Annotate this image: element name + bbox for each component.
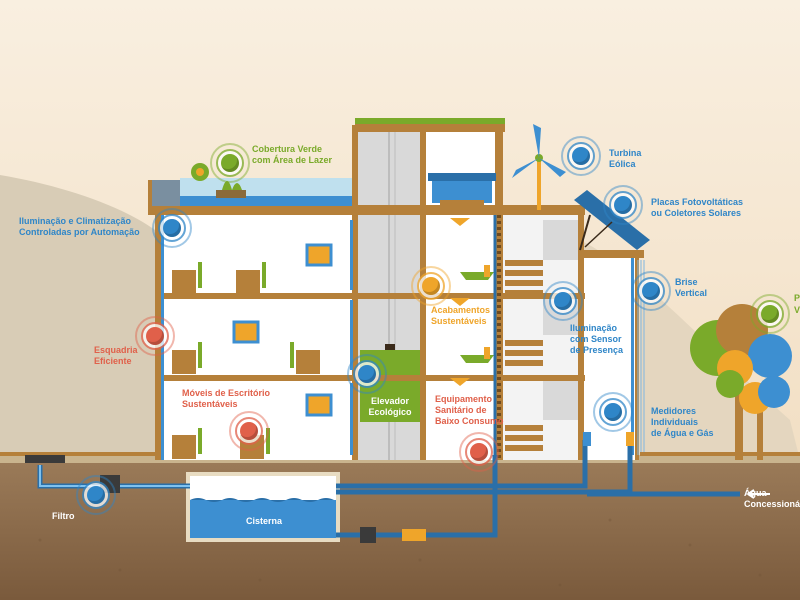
label-moveis: Móveis de Escritório Sustentáveis <box>182 388 271 409</box>
green-roof <box>355 118 505 124</box>
hotspot-filtro[interactable] <box>76 475 116 515</box>
cistern-water <box>190 500 336 538</box>
hotspot-iluminacao-sensor[interactable] <box>543 281 583 321</box>
label-cut-v: V <box>794 305 800 315</box>
hotspot-medidores[interactable] <box>593 392 633 432</box>
hotspot-placas[interactable] <box>603 185 643 225</box>
pump-valve <box>402 529 426 541</box>
hotspot-elevador[interactable] <box>347 354 387 394</box>
stairs <box>505 260 543 451</box>
rooftop-stones <box>152 180 180 206</box>
label-agua: Água Concessionária <box>744 488 800 509</box>
hotspot-turbina[interactable] <box>561 136 601 176</box>
fence <box>0 452 800 456</box>
hotspot-moveis[interactable] <box>229 411 269 451</box>
label-elevador: Elevador Ecológico <box>368 396 412 417</box>
label-filtro: Filtro <box>52 511 75 521</box>
hotspot-arvores[interactable] <box>750 294 790 334</box>
label-equipamento: Equipamento Sanitário de Baixo Consumo <box>435 394 504 426</box>
label-cut-p: P <box>794 293 800 303</box>
drain-grate <box>25 455 65 463</box>
wall-pictures <box>232 243 333 417</box>
pipes <box>37 215 740 538</box>
label-cobertura: Cobertura Verde com Área de Lazer <box>252 144 333 165</box>
meter-water <box>583 432 591 446</box>
label-iluminacao-sensor: Iluminação com Sensor de Presença <box>570 323 624 355</box>
label-turbina: Turbina Eólica <box>609 148 642 169</box>
chairs <box>198 262 294 454</box>
label-esquadria: Esquadria Eficiente <box>94 345 138 366</box>
label-placas: Placas Fotovoltáticas ou Coletores Solar… <box>651 197 744 218</box>
label-iluminacao-automacao: Iluminação e Climatização Controladas po… <box>19 216 140 237</box>
meter-gas <box>626 432 634 446</box>
water-tank <box>428 173 496 208</box>
sanitary-fixtures <box>450 218 494 386</box>
rooftop-plants <box>191 163 246 198</box>
hotspot-acabamentos[interactable] <box>411 266 451 306</box>
arrow-left <box>747 489 770 499</box>
label-cisterna: Cisterna <box>245 516 282 526</box>
pump <box>360 527 376 543</box>
hotspot-equipamento[interactable] <box>459 432 499 472</box>
hotspot-brise[interactable] <box>631 271 671 311</box>
hotspot-esquadria[interactable] <box>135 316 175 356</box>
hotspot-iluminacao-automacao[interactable] <box>152 208 192 248</box>
label-brise: Brise Vertical <box>675 277 708 298</box>
label-acabamentos: Acabamentos Sustentáveis <box>431 305 491 326</box>
wind-turbine <box>512 124 566 210</box>
hotspot-cobertura[interactable] <box>210 143 250 183</box>
label-medidores: Medidores Individuais de Água e Gás <box>651 406 714 438</box>
hill-left <box>0 175 155 460</box>
